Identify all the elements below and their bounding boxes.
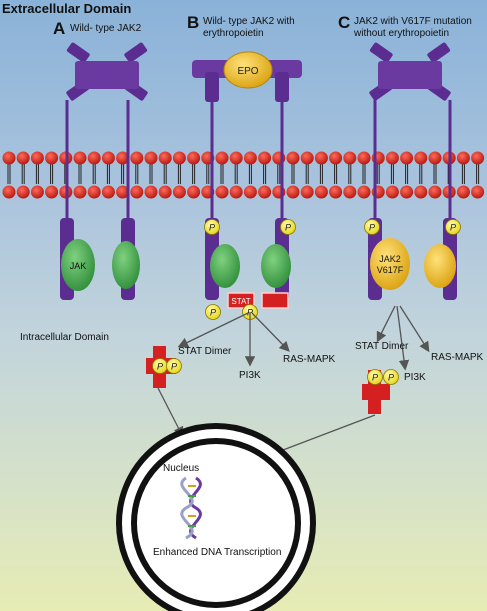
jak2-label-line1: JAK2 — [379, 254, 401, 264]
phospho-circle — [367, 369, 383, 385]
stat-label: STAT — [231, 297, 250, 306]
pi3k-label-c: PI3K — [404, 372, 426, 383]
phospho-label: P — [450, 223, 456, 233]
signal-arrow — [157, 387, 184, 438]
signal-arrow — [396, 305, 410, 371]
signal-arrow — [177, 312, 249, 348]
panel-c-caption-2: without erythropoietin — [354, 28, 450, 39]
phospho-label: P — [171, 362, 177, 372]
phospho-label: P — [369, 223, 375, 233]
phospho-circle — [445, 219, 461, 235]
panel-b-caption-1: Wild- type JAK2 with — [203, 16, 295, 27]
phospho-circle — [280, 219, 296, 235]
panel-a-caption: Wild- type JAK2 — [70, 23, 142, 34]
ras-mapk-label-c: RAS-MAPK — [431, 352, 484, 363]
jak2-v617f-right — [424, 244, 456, 288]
ras-mapk-label-b: RAS-MAPK — [283, 354, 336, 365]
signal-arrow — [251, 312, 290, 352]
phospho-label: P — [372, 373, 378, 383]
stat-dimer-label-b: STAT Dimer — [178, 346, 232, 357]
panel-a-letter: A — [53, 19, 66, 38]
jak-b-left — [210, 244, 240, 288]
phospho-label: P — [247, 308, 253, 318]
epo-molecule — [223, 51, 273, 89]
extracellular-title: Extracellular Domain — [2, 1, 132, 16]
jak-a-left — [61, 239, 95, 291]
phospho-circle — [166, 358, 182, 374]
jak-a-right — [112, 241, 140, 289]
panel-c-caption-1: JAK2 with V617F mutation — [354, 16, 472, 27]
nucleus-inner — [131, 438, 301, 608]
dna-transcription-label: Enhanced DNA Transcription — [153, 547, 282, 558]
intracellular-label: Intracellular Domain — [20, 332, 109, 343]
phospho-label: P — [210, 308, 216, 318]
stat-dimer-label-c: STAT Dimer — [355, 341, 409, 352]
stat-box — [227, 292, 255, 309]
cell-membrane — [2, 151, 485, 199]
signal-arrow — [399, 305, 430, 353]
jak-label: JAK — [70, 261, 87, 271]
phospho-label: P — [388, 373, 394, 383]
phospho-label: P — [285, 223, 291, 233]
signal-arrow — [376, 305, 396, 343]
panel-b-letter: B — [187, 13, 200, 32]
phospho-circle — [364, 219, 380, 235]
epo-label: EPO — [237, 66, 258, 77]
nucleus-label: Nucleus — [163, 463, 200, 474]
pi3k-label-b: PI3K — [239, 370, 261, 381]
phospho-label: P — [157, 362, 163, 372]
panel-c-letter: C — [338, 13, 351, 32]
jak2-v617f-left — [370, 238, 410, 290]
jak2-label-line2: V617F — [377, 265, 404, 275]
phospho-circle — [383, 369, 399, 385]
phospho-circle — [205, 304, 221, 320]
dna-helix-icon — [180, 476, 202, 540]
phospho-circle — [204, 219, 220, 235]
jak-b-right — [261, 244, 291, 288]
phospho-label: P — [209, 223, 215, 233]
stat-box-right — [261, 292, 289, 309]
panel-b-caption-2: erythropoietin — [203, 28, 264, 39]
